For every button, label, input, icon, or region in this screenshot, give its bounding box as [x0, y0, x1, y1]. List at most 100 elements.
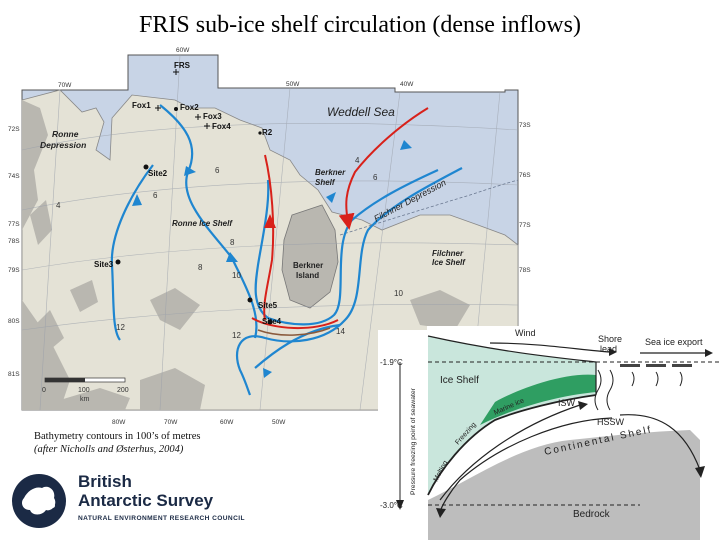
lat-label-right: 73S — [519, 122, 531, 129]
bas-name-line2: Antarctic Survey — [78, 491, 214, 510]
shore-lead-label: Shore lead — [598, 334, 625, 354]
sea-ice-export-label: Sea ice export — [645, 337, 703, 347]
station-label-fox4: Fox4 — [212, 122, 231, 131]
land-patch — [30, 200, 52, 245]
berkner-shelf-line1: Berkner — [315, 168, 346, 177]
contour-label: 12 — [116, 323, 125, 332]
berkner-shelf-line2: Shelf — [315, 178, 336, 187]
scale-tick: 100 — [78, 387, 90, 394]
lat-label-left: 80S — [8, 318, 20, 325]
station-label-fox2: Fox2 — [180, 103, 199, 112]
blue-arrowhead — [326, 192, 336, 203]
station-marker-site2 — [143, 164, 149, 170]
lat-label-left: 74S — [8, 173, 20, 180]
land-patch — [60, 388, 130, 410]
station-cross-frs — [173, 69, 179, 75]
station-label-r2: R2 — [262, 128, 273, 137]
lon-label-top: 70W — [58, 82, 72, 89]
lat-label-left: 81S — [8, 371, 20, 378]
shelf-break — [339, 179, 519, 236]
land-patch — [30, 310, 64, 355]
station-marker-site4 — [267, 319, 273, 325]
blue-arrowhead — [263, 368, 272, 378]
hssw-arrowhead — [436, 508, 446, 518]
blue-inflow-paths — [110, 104, 463, 396]
contour-label: 10 — [394, 289, 403, 298]
temp-top-label: -1.9°C — [380, 358, 403, 367]
ronne-depression-line1: Ronne — [52, 129, 79, 139]
caption-line1: Bathymetry contours in 100’s of metres — [34, 431, 201, 442]
contour-label: 8 — [198, 263, 203, 272]
hssw-flow — [439, 417, 613, 513]
isw-arrowhead — [578, 401, 588, 410]
pressure-axis-label: Pressure freezing point of seawater — [410, 387, 417, 495]
red-arrowheads — [264, 214, 276, 228]
blue-arrowheads — [132, 140, 412, 378]
lat-label-right: 77S — [519, 222, 531, 229]
contour-label: 10 — [232, 271, 241, 280]
circulation-schematic: Wind Shore lead Sea ice export Ice Shelf… — [378, 326, 720, 540]
wind-label: Wind — [515, 328, 536, 338]
red-arrowhead — [264, 214, 276, 228]
scale-tick: 200 — [117, 387, 129, 394]
brown-outflow-path — [257, 327, 331, 336]
isw-label: ISW — [558, 398, 576, 408]
station-marker-r2 — [258, 131, 262, 135]
contour-label: 12 — [232, 331, 241, 340]
station-crosses — [155, 69, 210, 129]
contour-label: 6 — [153, 191, 158, 200]
contour-label: 4 — [355, 156, 360, 165]
wavy-arrow — [631, 371, 635, 387]
lat-label-right: 76S — [519, 172, 531, 179]
lon-label-bottom: 70W — [164, 419, 178, 426]
shelf-outflow-arrowhead — [695, 466, 705, 478]
contour-label: 14 — [336, 327, 345, 336]
bas-council: NATURAL ENVIRONMENT RESEARCH COUNCIL — [78, 515, 245, 522]
blue-arrowhead — [132, 194, 142, 206]
berkner-island-line1: Berkner — [293, 261, 323, 270]
ice-shelf-schematic-label: Ice Shelf — [440, 375, 479, 386]
wavy-arrow — [655, 371, 659, 387]
red-inflow-paths — [251, 107, 429, 329]
map-caption: Bathymetry contours in 100’s of metres (… — [34, 430, 201, 456]
berkner-island-label: Berkner Island — [293, 261, 325, 280]
temperature-axis-arrowhead — [396, 500, 404, 510]
ronne-depression-label: Ronne Depression — [40, 129, 86, 150]
lon-label-top: 40W — [400, 81, 414, 88]
station-marker-site3 — [115, 259, 121, 265]
bedrock-label: Bedrock — [573, 509, 611, 520]
bas-name: British Antarctic Survey — [78, 472, 213, 510]
berkner-island-line2: Island — [296, 271, 319, 280]
contour-label: 8 — [230, 238, 235, 247]
land-patch — [150, 288, 200, 330]
lon-label-top: 60W — [176, 47, 190, 54]
blue-arrowhead — [226, 252, 238, 262]
station-label-site2: Site2 — [148, 169, 168, 178]
station-label-site5: Site5 — [258, 301, 278, 310]
blue-arrowhead — [184, 166, 196, 176]
lat-label-left: 78S — [8, 238, 20, 245]
lon-label-bottom: 80W — [112, 419, 126, 426]
shore-lead-line2: lead — [600, 344, 617, 354]
contour-label: 4 — [56, 201, 61, 210]
temp-bottom-label: -3.0°C — [380, 501, 403, 510]
ice-shelf-shape — [428, 336, 596, 495]
lat-label-left: 72S — [8, 126, 20, 133]
land-patch — [410, 290, 470, 330]
station-label-site4: Site4 — [262, 317, 282, 326]
wavy-arrow — [606, 369, 614, 411]
ronne-depression-line2: Depression — [40, 140, 86, 150]
bas-name-line1: British — [78, 472, 132, 491]
lat-label-right: 78S — [519, 267, 531, 274]
marine-ice-shape — [480, 374, 596, 425]
lon-label-bottom: 50W — [272, 419, 286, 426]
wind-arrow — [489, 342, 611, 353]
shelf-outflow — [619, 414, 701, 471]
berkner-shelf-label: Berkner Shelf — [315, 168, 347, 187]
bas-logo: British Antarctic Survey NATURAL ENVIRON… — [10, 470, 310, 530]
shore-lead-line1: Shore — [598, 334, 622, 344]
station-markers — [115, 107, 273, 325]
station-cross-fox4 — [204, 123, 210, 129]
page-title: FRIS sub-ice shelf circulation (dense in… — [139, 12, 581, 38]
lon-label-bottom: 60W — [220, 419, 234, 426]
